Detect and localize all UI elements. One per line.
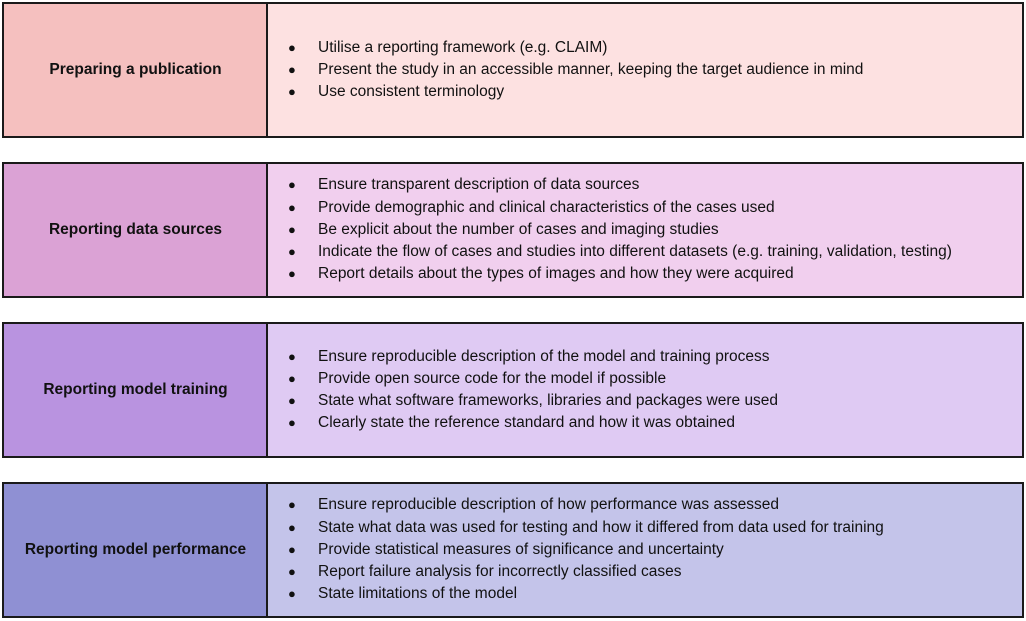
list-item: ● Present the study in an accessible mann… [286,59,863,81]
list-item-text: Provide statistical measures of signific… [318,540,724,558]
list-item: ● Utilise a reporting framework (e.g. CLA… [286,37,863,59]
list-item-text: Report failure analysis for incorrectly … [318,563,682,581]
bullet-icon: ● [288,177,296,193]
guideline-list: ● Ensure reproducible description of how … [268,494,884,605]
category-box: Preparing a publication [2,2,269,138]
list-item-text: Ensure reproducible description of the m… [318,347,770,365]
list-item: ● Report details about the types of image… [286,263,952,285]
guideline-list: ● Utilise a reporting framework (e.g. CLA… [268,37,863,104]
row-data-sources: Reporting data sources ● Ensure transpare… [2,162,1024,298]
list-item: ● Provide demographic and clinical charac… [286,197,952,219]
list-item-text: Use consistent terminology [318,83,505,101]
bullet-icon: ● [288,84,296,100]
list-item: ● Ensure reproducible description of how … [286,494,884,516]
list-item-text: Clearly state the reference standard and… [318,414,736,432]
category-title: Preparing a publication [49,61,222,79]
bullet-icon: ● [288,61,296,77]
category-box: Reporting model training [2,322,269,458]
bullet-icon: ● [288,348,296,364]
list-item-text: Present the study in an accessible manne… [318,60,864,78]
guideline-list: ● Ensure transparent description of data … [268,174,952,285]
bullet-icon: ● [288,541,296,557]
list-item: ● State limitations of the model [286,583,884,605]
list-item: ● State what software frameworks, librari… [286,390,778,412]
guideline-box: ● Utilise a reporting framework (e.g. CLA… [266,2,1024,138]
list-item-text: Provide open source code for the model i… [318,369,667,387]
list-item: ● Provide statistical measures of signifi… [286,539,884,561]
bullet-icon: ● [288,221,296,237]
list-item-text: Ensure transparent description of data s… [318,176,640,194]
category-title: Reporting model performance [24,541,247,559]
list-item: ● State what data was used for testing an… [286,517,884,539]
bullet-icon: ● [288,39,296,55]
bullet-icon: ● [288,244,296,260]
bullet-icon: ● [288,393,296,408]
category-title: Reporting model training [43,381,228,399]
list-item: ● Indicate the flow of cases and studies … [286,241,952,263]
bullet-icon: ● [288,519,296,535]
list-item: ● Clearly state the reference standard an… [286,412,778,434]
list-item-text: Utilise a reporting framework (e.g. CLAI… [318,38,608,56]
list-item-text: Report details about the types of images… [318,265,794,283]
list-item-text: State limitations of the model [318,585,518,603]
bullet-icon: ● [288,370,296,386]
list-item: ● Report failure analysis for incorrectly… [286,561,884,583]
list-item-text: Ensure reproducible description of how p… [318,496,779,514]
list-item: ● Ensure reproducible description of the … [286,346,778,368]
bullet-icon: ● [288,415,296,431]
list-item: ● Ensure transparent description of data … [286,174,952,196]
row-preparing-publication: Preparing a publication ● Utilise a repor… [2,2,1024,138]
list-item-text: State what data was used for testing and… [318,518,884,536]
list-item: ● Provide open source code for the model … [286,368,778,390]
row-model-training: Reporting model training ● Ensure reprodu… [2,322,1024,458]
list-item-text: Indicate the flow of cases and studies i… [318,243,952,261]
category-box: Reporting model performance [2,482,269,618]
bullet-icon: ● [288,199,296,215]
guideline-list: ● Ensure reproducible description of the … [268,346,778,435]
bullet-icon: ● [288,586,296,602]
guideline-box: ● Ensure reproducible description of how … [266,482,1024,618]
category-title: Reporting data sources [48,221,223,239]
bullet-icon: ● [288,266,296,282]
list-item-text: Provide demographic and clinical charact… [318,198,775,216]
list-item-text: Be explicit about the number of cases an… [318,220,719,238]
guideline-box: ● Ensure transparent description of data … [266,162,1024,298]
list-item-text: State what software frameworks, librarie… [318,392,779,409]
bullet-icon: ● [288,564,296,580]
guideline-box: ● Ensure reproducible description of the … [266,322,1024,458]
bullet-icon: ● [288,497,296,513]
category-box: Reporting data sources [2,162,269,298]
list-item: ● Use consistent terminology [286,81,863,103]
list-item: ● Be explicit about the number of cases a… [286,219,952,241]
row-model-performance: Reporting model performance ● Ensure repr… [2,482,1024,618]
